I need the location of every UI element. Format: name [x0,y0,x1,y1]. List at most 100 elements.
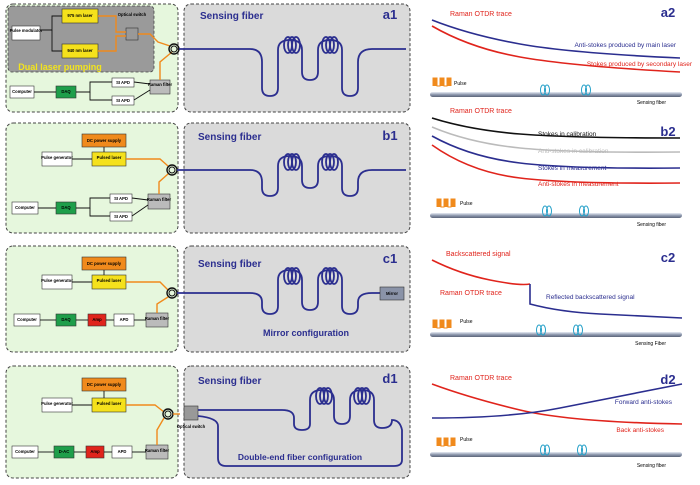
panel-c2: Backscattered signal c2 Raman OTDR trace… [430,250,683,347]
sensing-fiber-label-d1: Sensing fiber [198,376,261,387]
d1-pulsegen-label: Pulse generator [41,401,73,406]
mirror-label: Mirror [386,291,398,296]
a2-curve1-label: Anti-stokes produced by main laser [574,42,676,49]
curve-stokes-a2 [431,25,681,73]
d2-curve2-label: Back anti-stokes [616,427,664,434]
laser-top-label: 975 nm laser [67,13,93,18]
d2-pulse-label: Pulse [460,437,473,443]
fiber-rod-a2 [430,92,682,97]
setup-box-c1 [5,245,179,353]
d2-curve1-label: Forward anti-stokes [615,399,673,406]
fiber-coil-c1-1 [283,267,301,285]
b1-pulsegen-label: Pulse generator [41,155,73,160]
b1-daq-label: DAQ [61,205,71,210]
fiber-box-c1 [183,245,411,353]
daq-label-a1: DAQ [61,89,71,94]
sensing-fiber-label-b1: Sensing fiber [198,132,261,143]
fiber-coil-c1-2 [321,267,339,285]
panel-tag-a2: a2 [661,5,675,20]
si-apd-bottom-a1: SI APD [116,98,130,103]
raman-filter-a1: Raman filter [148,82,173,87]
si-apd-top-a1: SI APD [116,80,130,85]
panel-c1: DC power supply Pulse generator Pulsed l… [5,245,411,353]
panel-d2: Raman OTDR trace d2 Forward anti-stokes … [430,372,683,469]
panel-a2: Raman OTDR trace a2 Anti-stokes produced… [430,5,693,106]
b2-fiber-label: Sensing fiber [637,222,667,228]
setup-box-d1 [5,365,179,479]
c1-laser-label: Pulsed laser [97,278,122,283]
panel-tag-b2: b2 [660,124,675,139]
pulse-b2 [436,198,456,208]
b2-curve4-label: Anti-stokes in measurement [538,181,619,188]
curve-reflected-c2 [529,284,683,319]
d1-switch-label: Optical switch [177,424,206,429]
d1-daq-label: D-AC [59,449,69,454]
pulse-d2 [436,437,456,447]
fiber-coil-a1-1 [283,36,301,54]
c1-amp-label: Amp [92,317,102,322]
optical-switch-d1 [183,405,199,421]
fiber-coil-d1-2 [353,387,371,405]
pulse-a2 [432,77,452,87]
curve-stokes-calib [431,117,681,139]
d1-laser-label: Pulsed laser [97,401,122,406]
fiber-coil-b1-2 [321,153,339,171]
c1-daq-label: DAQ [61,317,71,322]
mirror-box [379,286,405,301]
d1-computer-label: Computer [15,449,35,454]
c2-title1: Backscattered signal [446,251,511,258]
b1-si-top: SI APD [114,196,128,201]
curve-anti-meas [431,144,681,184]
c2-curve1-label: Reflected backscattered signal [546,294,635,301]
computer-label-a1: Computer [12,89,32,94]
c2-title2: Raman OTDR trace [440,290,502,297]
a2-fiber-label: Sensing fiber [637,100,667,106]
b1-computer-label: Computer [15,205,35,210]
c2-pulse-label: Pulse [460,319,473,325]
curve-anti-calib [431,126,681,153]
panel-tag-b1: b1 [382,128,397,143]
sensing-fiber-label-c1: Sensing fiber [198,259,261,270]
panel-tag-c2: c2 [661,250,675,265]
c2-fiber-label: Sensing Fiber [635,341,666,347]
b2-curve3-label: Stokes in measurement [538,165,606,172]
b2-curve1-label: Stokes in calibration [538,131,597,138]
optical-switch-box [125,27,139,41]
mirror-config-label: Mirror configuration [263,328,349,338]
double-end-label: Double-end fiber configuration [238,452,362,462]
optical-switch-label: Optical switch [118,12,147,17]
panel-tag-d2: d2 [660,372,675,387]
b2-curve2-label: Anti-stokes in calibration [538,148,609,155]
c1-raman: Raman filter [145,316,170,321]
d2-fiber-label: Sensing fiber [637,463,667,469]
curve-stokes-meas [431,135,681,169]
fiber-coil-d1-1 [315,387,333,405]
panel-b1: DC power supply Pulse generator Pulsed l… [5,122,411,234]
setup-box-b1 [5,122,179,234]
a2-pulse-label: Pulse [454,81,467,87]
d1-apd-label: APD [118,449,127,454]
dual-pump-box [7,5,155,73]
c1-computer-label: Computer [17,317,37,322]
fiber-box-a1 [183,3,411,113]
b1-dc-label: DC power supply [87,138,122,143]
b2-title: Raman OTDR trace [450,108,512,115]
panel-tag-c1: c1 [383,251,397,266]
fiber-coil-a1-2 [321,36,339,54]
a2-title: Raman OTDR trace [450,11,512,18]
pulse-modulator-label: Pulse modulator [10,28,43,33]
panel-b2: Raman OTDR trace b2 Stokes in calibratio… [430,108,682,228]
c1-apd-label: APD [120,317,129,322]
d1-amp-label: Amp [90,449,100,454]
fiber-coil-b1-1 [283,153,301,171]
sensing-fiber-label-a1: Sensing fiber [200,11,263,22]
panel-tag-d1: d1 [382,371,397,386]
panel-d1: DC power supply Pulse generator Pulsed l… [5,365,411,479]
fiber-rod-b2 [430,213,682,218]
panel-tag-a1: a1 [383,7,397,22]
panel-a1: Dual laser pumping Pulse modulator 975 n… [5,3,411,113]
d1-raman: Raman filter [145,448,170,453]
c1-pulsegen-label: Pulse generator [41,278,73,283]
c1-dc-label: DC power supply [87,261,122,266]
fiber-rod-d2 [430,452,682,457]
